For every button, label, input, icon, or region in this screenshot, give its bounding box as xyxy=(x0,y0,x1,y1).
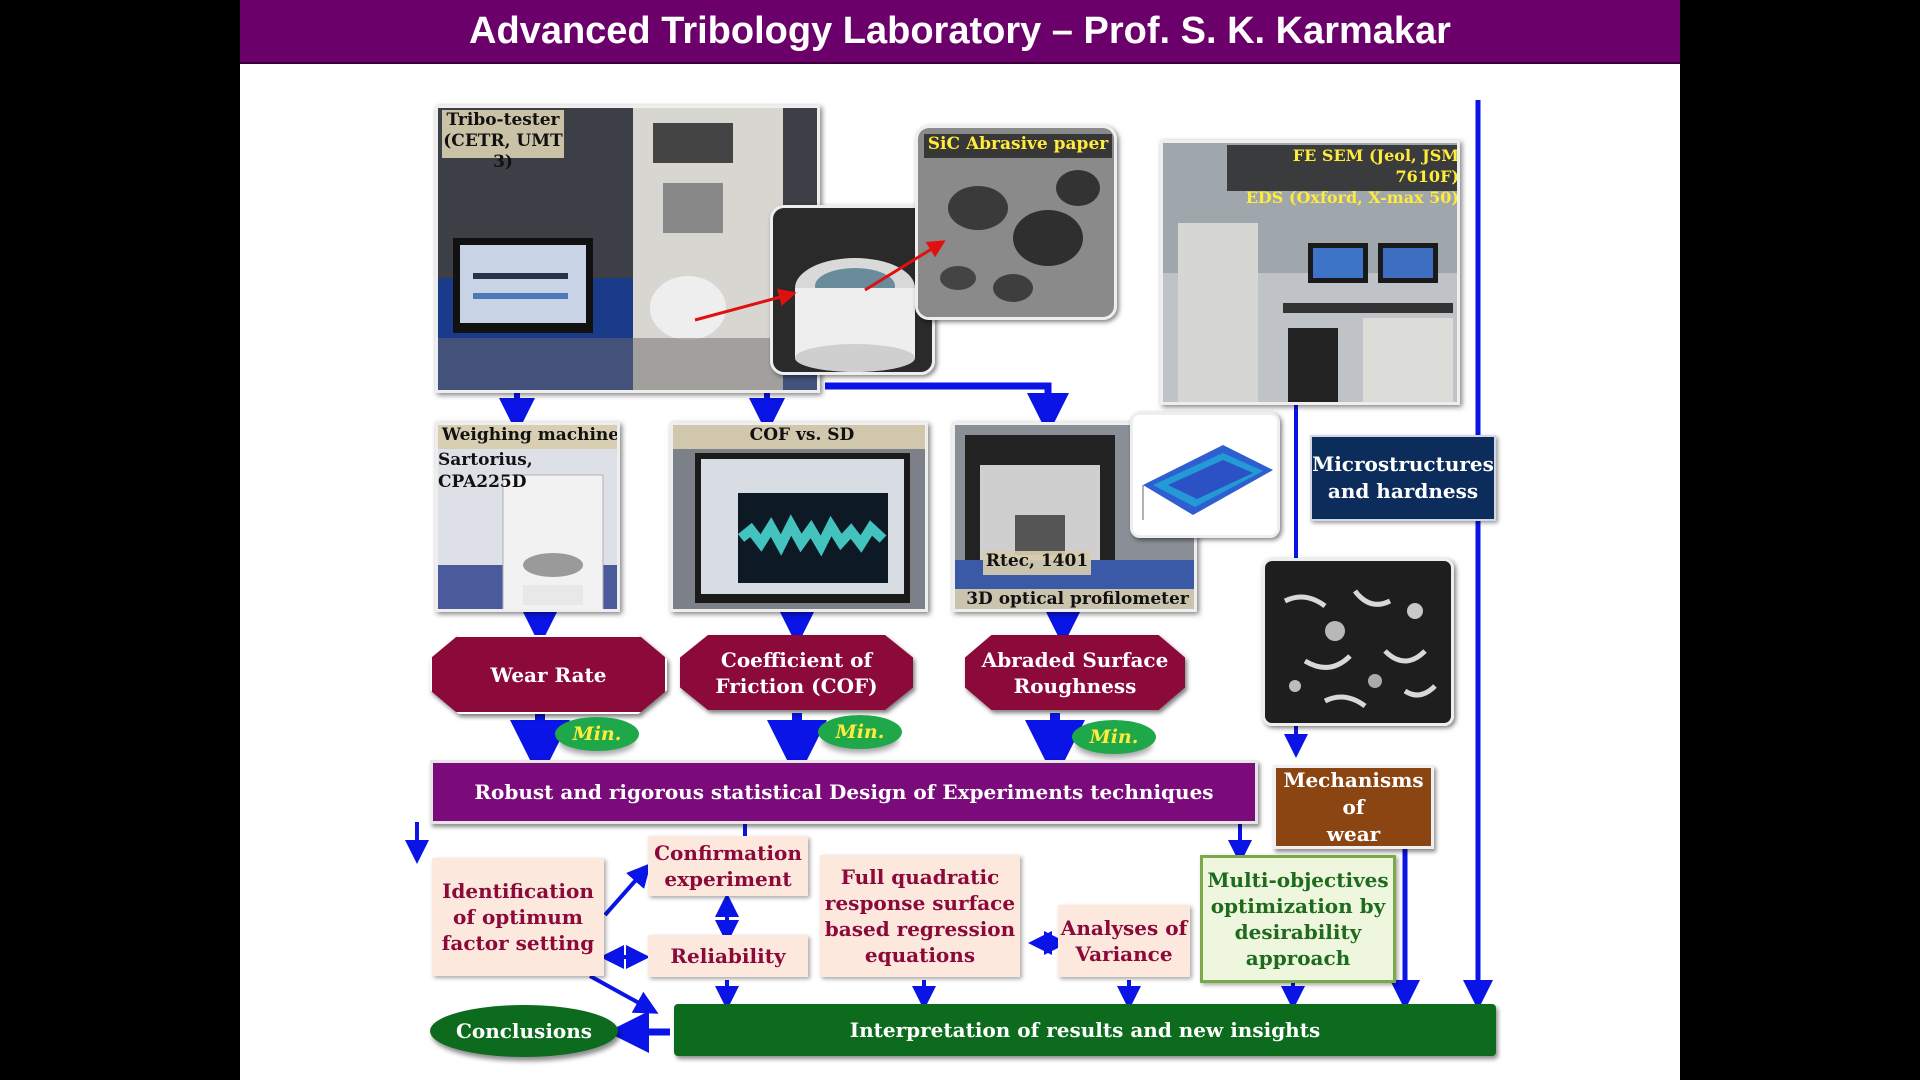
wear-rate-box: Wear Rate xyxy=(430,635,667,714)
mechanisms-box: Mechanisms of wear xyxy=(1273,765,1434,849)
sic-micrograph-photo: SiC Abrasive paper xyxy=(915,125,1117,320)
min-pill-roughness: Min. xyxy=(1072,720,1156,754)
confirmation-box: Confirmation experiment xyxy=(648,836,808,896)
weighing-machine-photo: Weighing machine Sartorius, CPA225D xyxy=(435,422,620,612)
identification-label: Identification of optimum factor setting xyxy=(441,879,595,955)
weighing-title-caption: Weighing machine xyxy=(438,425,617,449)
surface-3d-photo xyxy=(1130,412,1280,538)
full-quadratic-label: Full quadratic response surface based re… xyxy=(824,865,1016,967)
fesem-photo: FE SEM (Jeol, JSM 7610F) EDS (Oxford, X-… xyxy=(1160,140,1460,405)
conclusions-ellipse: Conclusions xyxy=(430,1005,618,1057)
tribo-tester-caption: Tribo-tester (CETR, UMT 3) xyxy=(442,110,564,172)
pin-on-disc-image xyxy=(773,208,932,372)
interpretation-bar: Interpretation of results and new insigh… xyxy=(674,1004,1496,1056)
weighing-model-caption: Sartorius, CPA225D xyxy=(438,450,533,492)
cof-label: Coefficient of Friction (COF) xyxy=(715,647,878,698)
microstructures-box: Microstructures and hardness xyxy=(1310,435,1496,521)
mechanisms-label: Mechanisms of wear xyxy=(1283,767,1424,846)
min-pill-wear: Min. xyxy=(555,717,639,751)
cof-box: Coefficient of Friction (COF) xyxy=(680,635,913,710)
conclusions-label: Conclusions xyxy=(455,1019,593,1043)
confirmation-label: Confirmation experiment xyxy=(654,841,802,891)
anova-box: Analyses of Variance xyxy=(1058,905,1190,977)
roughness-box: Abraded Surface Roughness xyxy=(965,635,1185,710)
full-quadratic-box: Full quadratic response surface based re… xyxy=(820,855,1020,977)
wear-debris-image xyxy=(1265,561,1451,723)
profilometer-caption: 3D optical profilometer xyxy=(955,589,1194,609)
doe-bar-label: Robust and rigorous statistical Design o… xyxy=(474,780,1214,804)
cof-vs-sd-caption: COF vs. SD xyxy=(673,425,925,449)
multi-objective-label: Multi-objectives optimization by desirab… xyxy=(1207,868,1389,970)
anova-label: Analyses of Variance xyxy=(1060,916,1188,966)
wear-debris-photo xyxy=(1262,558,1454,726)
multi-objective-box: Multi-objectives optimization by desirab… xyxy=(1200,855,1396,983)
slide: Advanced Tribology Laboratory – Prof. S.… xyxy=(240,0,1680,1080)
roughness-label: Abraded Surface Roughness xyxy=(981,647,1169,698)
cof-plot-photo: COF vs. SD xyxy=(670,422,928,612)
sic-micrograph-image xyxy=(918,128,1114,317)
surface-3d-image xyxy=(1133,415,1277,535)
weighing-machine-image xyxy=(438,425,617,609)
wear-rate-label: Wear Rate xyxy=(490,662,607,687)
interpretation-label: Interpretation of results and new insigh… xyxy=(849,1018,1321,1042)
doe-bar: Robust and rigorous statistical Design o… xyxy=(430,760,1258,824)
tribo-inset-photo xyxy=(770,205,935,375)
reliability-box: Reliability xyxy=(648,935,808,977)
connector-arrows xyxy=(405,100,1493,1053)
microstructures-label: Microstructures and hardness xyxy=(1312,452,1494,503)
identification-box: Identification of optimum factor setting xyxy=(432,858,604,976)
rtec-caption: Rtec, 1401 xyxy=(983,551,1091,575)
reliability-label: Reliability xyxy=(670,944,786,968)
title-bar: Advanced Tribology Laboratory – Prof. S.… xyxy=(240,0,1680,64)
fesem-caption: FE SEM (Jeol, JSM 7610F) EDS (Oxford, X-… xyxy=(1227,145,1457,207)
sic-paper-caption: SiC Abrasive paper xyxy=(924,134,1112,158)
cof-monitor-image xyxy=(673,425,925,609)
min-pill-cof: Min. xyxy=(818,715,902,749)
page-title: Advanced Tribology Laboratory – Prof. S.… xyxy=(469,10,1451,52)
